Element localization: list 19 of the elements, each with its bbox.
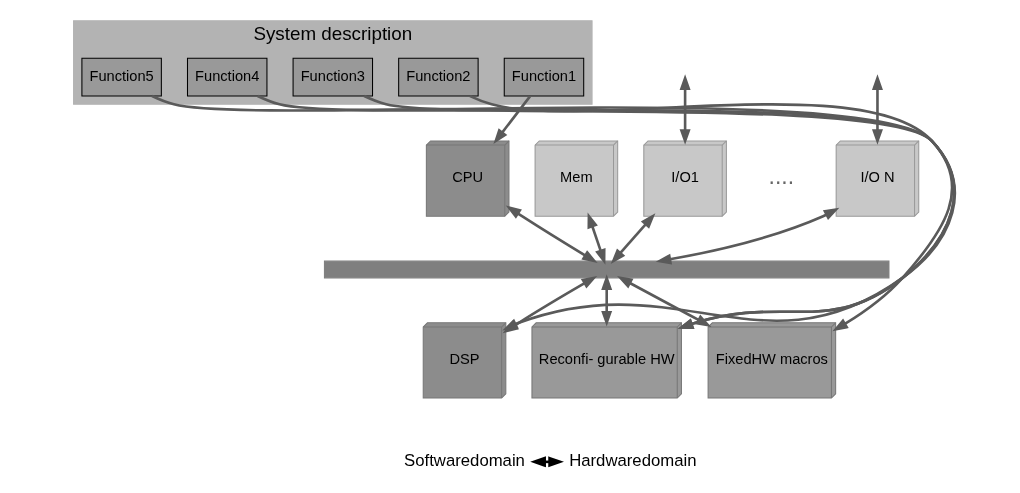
arrow	[655, 207, 840, 265]
node-box: Function2	[398, 57, 479, 97]
arrow	[601, 274, 613, 327]
arrow	[617, 276, 712, 327]
node-text: Softwaredomain	[404, 450, 525, 470]
node-box: Function5	[81, 57, 162, 97]
arrow	[610, 213, 656, 264]
arrow	[493, 95, 531, 145]
arrow	[587, 212, 606, 265]
arrow	[530, 456, 564, 468]
arrow	[871, 74, 883, 145]
arrow	[505, 205, 598, 264]
node-bar	[323, 260, 890, 279]
label: ....	[768, 163, 795, 190]
arrow	[679, 74, 691, 145]
node-box: Function1	[503, 57, 585, 97]
node-text: Hardwaredomain	[569, 450, 697, 470]
node-box: Function3	[292, 57, 374, 97]
node-box: Function4	[186, 57, 268, 97]
